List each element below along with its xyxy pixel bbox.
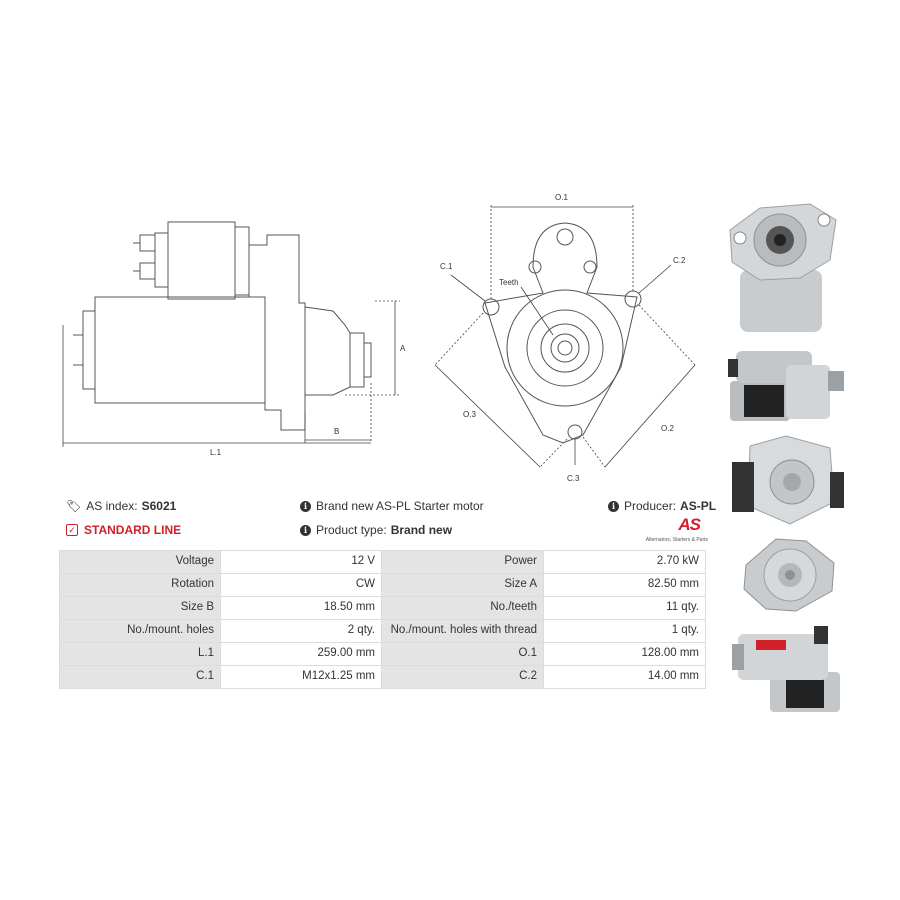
spec-label: L.1 (59, 642, 221, 666)
spec-label: C.2 (381, 665, 544, 689)
spec-value: 11 qty. (543, 596, 706, 620)
table-row: C.1 M12x1.25 mm C.2 14.00 mm (59, 665, 706, 689)
spec-value: CW (220, 573, 382, 597)
spec-value: 82.50 mm (543, 573, 706, 597)
dim-label-a: A (400, 344, 406, 353)
photo-top-view (732, 626, 840, 712)
spec-table: Voltage 12 V Power 2.70 kW Rotation CW S… (59, 550, 706, 689)
as-index: 🏷 AS index: S6021 (66, 499, 176, 513)
logo-tagline: Alternators, Starters & Parts (645, 537, 708, 543)
table-row: Voltage 12 V Power 2.70 kW (59, 550, 706, 574)
product-description: i Brand new AS-PL Starter motor (300, 499, 484, 513)
front-view-drawing: O.1 C.1 C.2 C.3 Teeth O.3 O.2 (434, 193, 696, 483)
dim-label-b: B (334, 427, 339, 436)
table-row: No./mount. holes 2 qty. No./mount. holes… (59, 619, 706, 643)
photo-rear-view (732, 435, 844, 525)
photo-side-view (728, 351, 844, 421)
table-row: Rotation CW Size A 82.50 mm (59, 573, 706, 597)
producer-label: Producer: (624, 499, 677, 513)
product-type: i Product type: Brand new (300, 523, 452, 537)
spec-label: No./mount. holes (59, 619, 221, 643)
spec-value: 18.50 mm (220, 596, 382, 620)
logo-mark: AS (678, 515, 701, 534)
table-row: Size B 18.50 mm No./teeth 11 qty. (59, 596, 706, 620)
spec-value: M12x1.25 mm (220, 665, 382, 689)
tag-icon: 🏷 (66, 499, 82, 513)
spec-value: 1 qty. (543, 619, 706, 643)
as-index-value: S6021 (141, 499, 177, 513)
spec-value: 2.70 kW (543, 550, 706, 574)
check-square-icon: ✓ (66, 524, 78, 536)
info-icon: i (300, 524, 311, 536)
dim-label-o3: O.3 (463, 410, 476, 419)
photo-flange-view (743, 538, 835, 612)
spec-value: 128.00 mm (543, 642, 706, 666)
dim-label-c3: C.3 (567, 474, 580, 483)
spec-label: C.1 (59, 665, 221, 689)
spec-label: No./teeth (381, 596, 544, 620)
spec-label: No./mount. holes with thread (381, 619, 544, 643)
product-type-label: Product type: (316, 523, 387, 537)
dim-label-c1: C.1 (440, 262, 453, 271)
description-text: Brand new AS-PL Starter motor (316, 499, 484, 513)
producer-value: AS-PL (680, 499, 717, 513)
standard-line-badge: ✓ STANDARD LINE (66, 523, 181, 537)
spec-label: Rotation (59, 573, 221, 597)
standard-line-label: STANDARD LINE (84, 523, 182, 537)
dim-label-teeth: Teeth (499, 278, 519, 287)
as-pl-logo: AS Alternators, Starters & Parts (640, 516, 708, 546)
as-index-label: AS index: (86, 499, 138, 513)
spec-value: 259.00 mm (220, 642, 382, 666)
spec-label: Size A (381, 573, 544, 597)
dim-label-c2: C.2 (673, 256, 686, 265)
spec-label: Voltage (59, 550, 221, 574)
photo-front-view (729, 203, 837, 332)
spec-value: 2 qty. (220, 619, 382, 643)
table-row: L.1 259.00 mm O.1 128.00 mm (59, 642, 706, 666)
dim-label-o2: O.2 (661, 424, 674, 433)
dim-label-l1: L.1 (210, 448, 222, 457)
dim-label-o1: O.1 (555, 193, 568, 202)
info-icon: i (300, 500, 311, 512)
spec-value: 12 V (220, 550, 382, 574)
producer: i Producer: AS-PL (608, 499, 716, 513)
spec-label: O.1 (381, 642, 544, 666)
side-view-drawing: A B L.1 (62, 221, 406, 457)
spec-value: 14.00 mm (543, 665, 706, 689)
info-icon: i (608, 500, 619, 512)
spec-label: Power (381, 550, 544, 574)
product-type-value: Brand new (390, 523, 453, 537)
spec-label: Size B (59, 596, 221, 620)
